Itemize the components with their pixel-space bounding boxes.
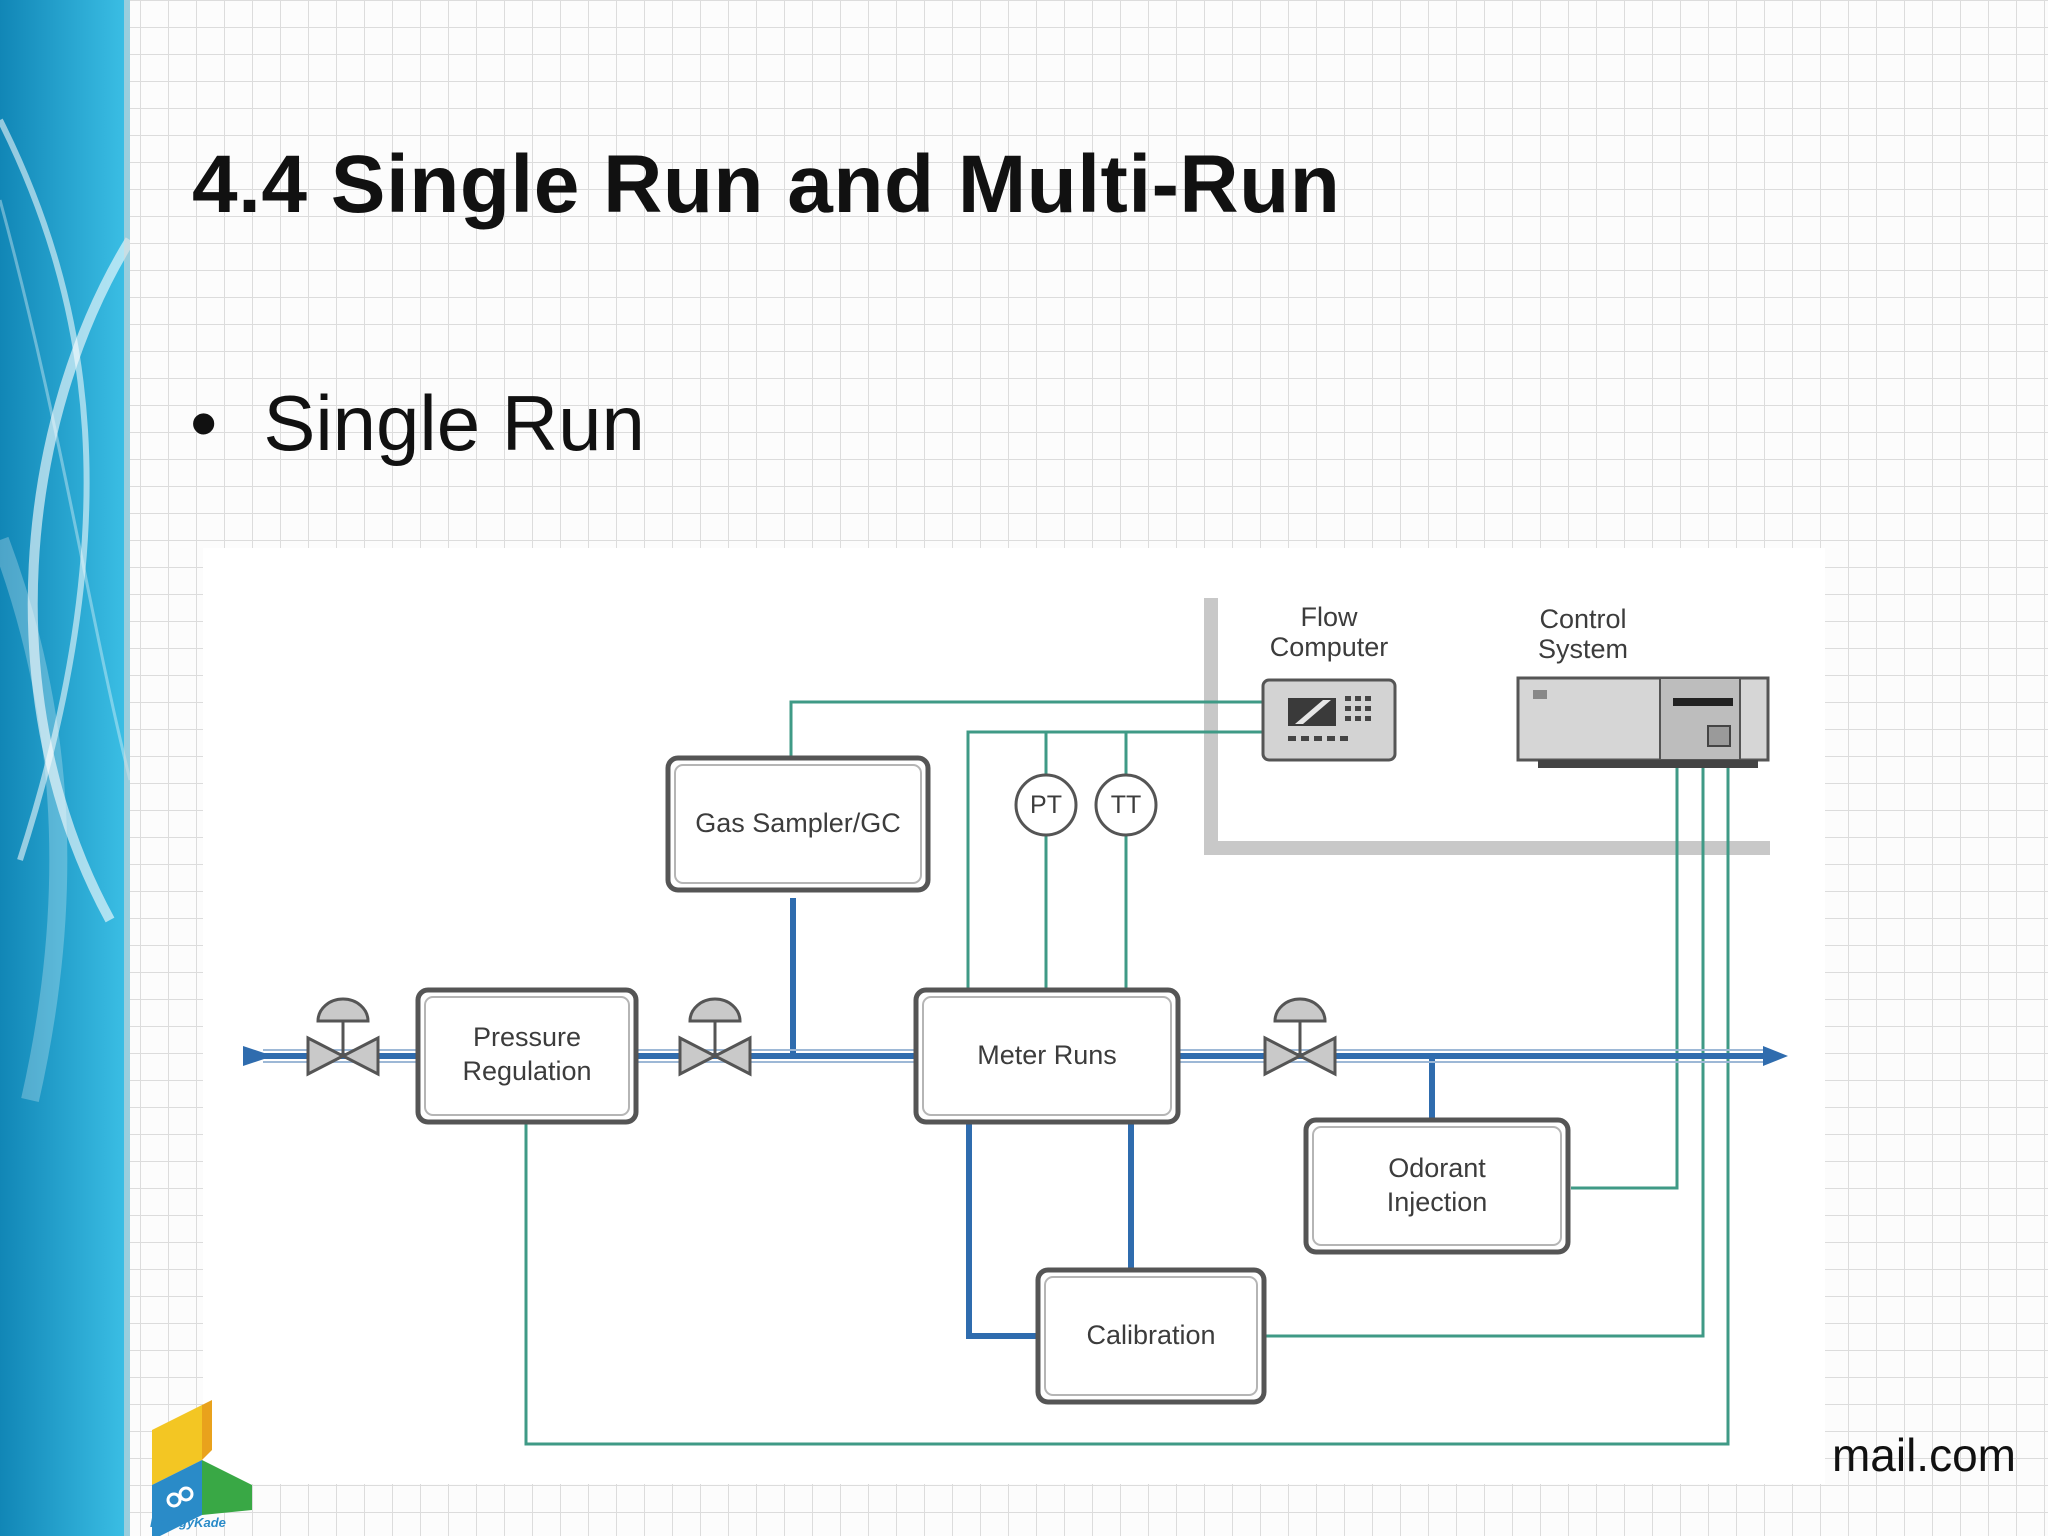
odorant-injection-line2: Injection <box>1386 1187 1488 1217</box>
footer-email: mail.com <box>1831 1429 2016 1481</box>
valve-2 <box>678 997 752 1077</box>
gas-sampler-box <box>665 755 931 893</box>
pressure-regulation-line2: Regulation <box>462 1056 592 1086</box>
energykade-logo <box>152 1400 252 1536</box>
pt-circle <box>1014 773 1078 837</box>
calibration-box <box>1035 1267 1267 1405</box>
control-system-line1: Control <box>1539 604 1627 634</box>
calibration-label: Calibration <box>1086 1320 1216 1350</box>
bullet-marker: • <box>190 379 218 467</box>
pressure-regulation-box <box>415 987 639 1125</box>
flow-computer-line1: Flow <box>1300 602 1358 632</box>
slide-title: 4.4 Single Run and Multi-Run <box>192 139 1341 230</box>
bullet-item: • Single Run <box>190 378 645 469</box>
flow-computer-device <box>1261 678 1397 762</box>
flow-computer-label: Flow Computer <box>1249 602 1409 662</box>
bullet-text: Single Run <box>263 379 645 467</box>
control-system-device <box>1516 676 1770 768</box>
decorative-left-band <box>0 0 130 1536</box>
logo-text: EnergyKade <box>150 1515 226 1530</box>
process-diagram: Gas Sampler/GC Pressure Regulation Meter… <box>203 548 1825 1484</box>
pt-label: PT <box>1030 791 1062 819</box>
gas-sampler-label: Gas Sampler/GC <box>695 808 901 838</box>
valve-3 <box>1263 997 1337 1077</box>
odorant-injection-label: Odorant Injection <box>1306 1151 1568 1219</box>
odorant-injection-line1: Odorant <box>1388 1153 1486 1183</box>
control-system-line2: System <box>1537 634 1629 664</box>
odorant-injection-box <box>1303 1117 1571 1255</box>
outlet-arrow <box>1763 1046 1788 1066</box>
meter-runs-label: Meter Runs <box>977 1040 1117 1070</box>
control-frame <box>1204 598 1770 855</box>
pressure-regulation-label: Pressure Regulation <box>418 1020 636 1088</box>
pressure-regulation-line1: Pressure <box>472 1022 582 1052</box>
diagram-canvas <box>243 598 1788 1446</box>
meter-runs-box <box>913 987 1181 1125</box>
valve-1 <box>306 997 380 1077</box>
inlet-arrow <box>243 1046 273 1066</box>
control-system-label: Control System <box>1503 604 1663 664</box>
flow-computer-line2: Computer <box>1269 632 1389 662</box>
tt-circle <box>1094 773 1158 837</box>
tt-label: TT <box>1110 791 1142 819</box>
